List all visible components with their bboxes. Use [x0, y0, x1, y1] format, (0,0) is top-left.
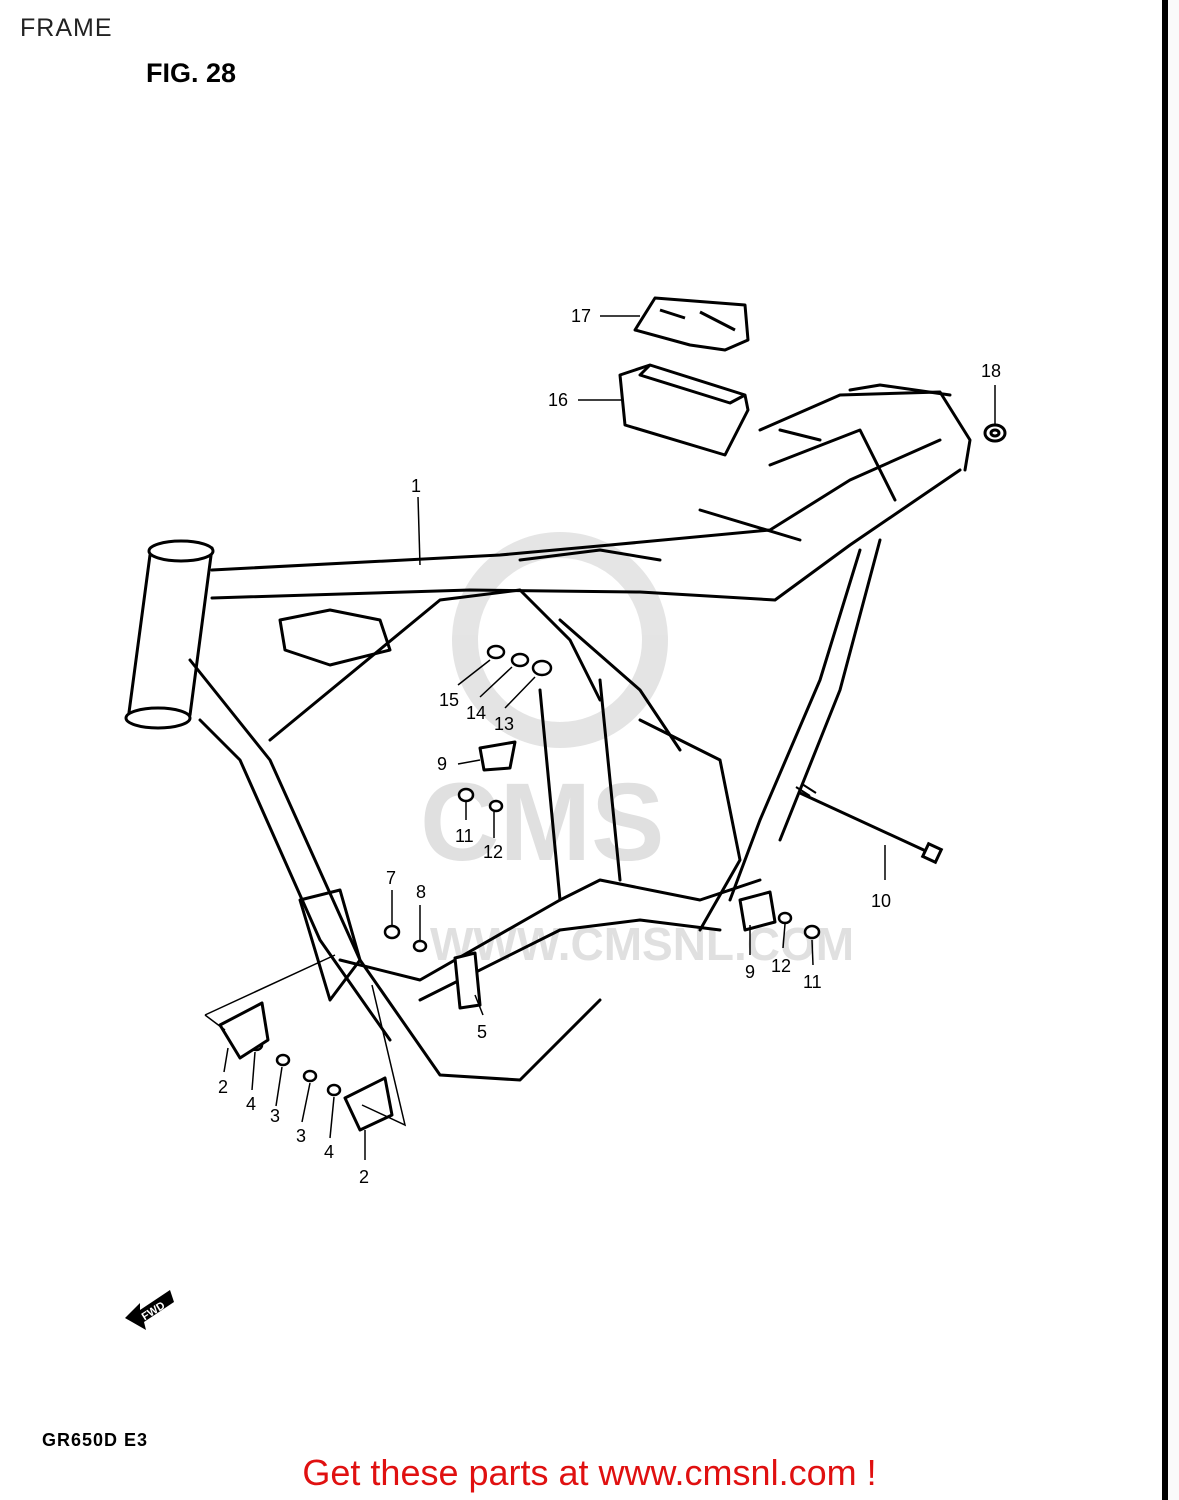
callout-18: 18	[981, 361, 1001, 381]
callout-13: 13	[494, 714, 514, 734]
callout-11a: 11	[455, 826, 474, 846]
callout-12a: 12	[483, 842, 503, 862]
figure-title: FIG. 28	[146, 58, 237, 88]
callout-2a: 2	[218, 1077, 228, 1097]
callout-15: 15	[439, 690, 459, 710]
callout-14: 14	[466, 703, 486, 723]
callout-17: 17	[571, 306, 591, 326]
callout-8: 9	[745, 962, 755, 982]
callout-7: 8	[416, 882, 426, 902]
callout-labels: 17 16 1 18 15 14 13 9 11 12 10 7 8 9 12 …	[218, 306, 1001, 1187]
callout-4b: 4	[324, 1142, 334, 1162]
callout-2b: 2	[359, 1167, 369, 1187]
fwd-arrow-icon: FWD	[125, 1290, 174, 1330]
part-17-battery-cover	[633, 296, 750, 352]
callout-1: 1	[411, 476, 421, 496]
callout-3a: 3	[270, 1106, 280, 1126]
callout-3b: 3	[296, 1126, 306, 1146]
callout-5: 5	[477, 1022, 487, 1042]
part-10-bolt	[795, 783, 944, 865]
callout-16: 16	[548, 390, 568, 410]
brackets	[218, 740, 777, 1132]
part-18-grommet	[983, 423, 1007, 443]
callout-11b: 11	[803, 972, 822, 992]
callout-4a: 4	[246, 1094, 256, 1114]
callout-9: 9	[437, 754, 447, 774]
callout-12b: 12	[771, 956, 791, 976]
callout-10: 10	[871, 891, 891, 911]
cmsnl-parts-link[interactable]: Get these parts at www.cmsnl.com !	[302, 1452, 877, 1493]
leader-lines	[204, 315, 996, 1160]
page-right-strip	[1168, 0, 1179, 1500]
main-frame	[124, 383, 972, 1082]
callout-6: 7	[386, 868, 396, 888]
part-16-battery-box	[618, 363, 750, 457]
watermark-logo-text: CMS	[420, 761, 664, 884]
page-right-border	[1162, 0, 1168, 1500]
section-title: FRAME	[20, 14, 113, 42]
model-code: GR650D E3	[42, 1430, 149, 1450]
